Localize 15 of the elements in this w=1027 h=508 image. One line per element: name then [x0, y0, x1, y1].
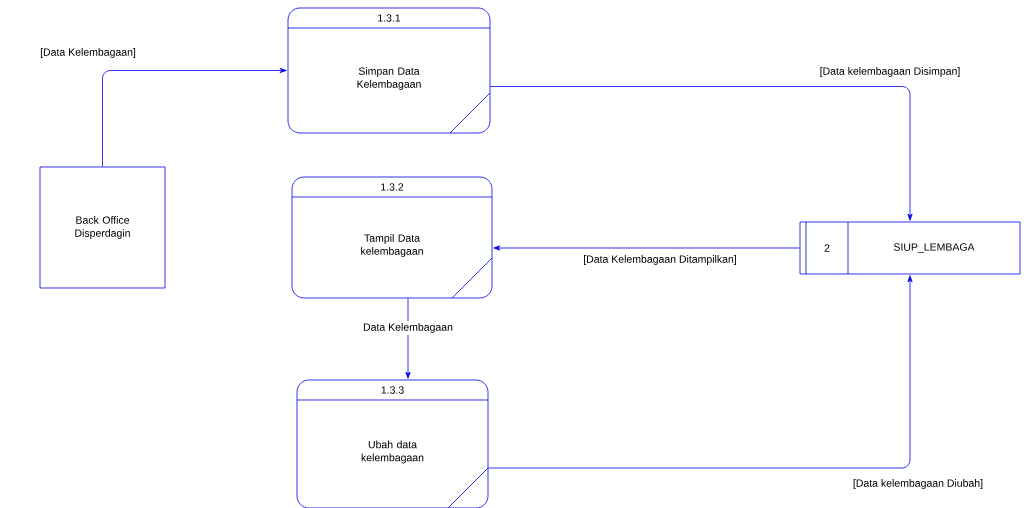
edge-label: [Data Kelembagaan] [40, 48, 136, 58]
arrow [405, 298, 411, 379]
arrow [490, 86, 913, 221]
process-box: 1.3.3 Ubah data kelembagaan [296, 379, 489, 508]
arrow [488, 275, 913, 469]
data-store: 2 SIUP_LEMBAGA [799, 221, 1021, 275]
external-entity-box: Back Office Disperdagin [39, 166, 166, 289]
edge-label: [Data kelembagaan Diubah] [853, 479, 983, 489]
edge-label: [Data kelembagaan Disimpan] [820, 67, 960, 77]
process-box: 1.3.2 Tampil Data kelembagaan [291, 176, 493, 299]
edge-label: Data Kelembagaan [361, 321, 455, 335]
process-box: 1.3.1 Simpan Data Kelembagaan [287, 7, 491, 134]
arrow [102, 67, 287, 167]
arrow [493, 245, 800, 251]
edge-label: [Data Kelembagaan Ditampilkan] [584, 255, 736, 265]
